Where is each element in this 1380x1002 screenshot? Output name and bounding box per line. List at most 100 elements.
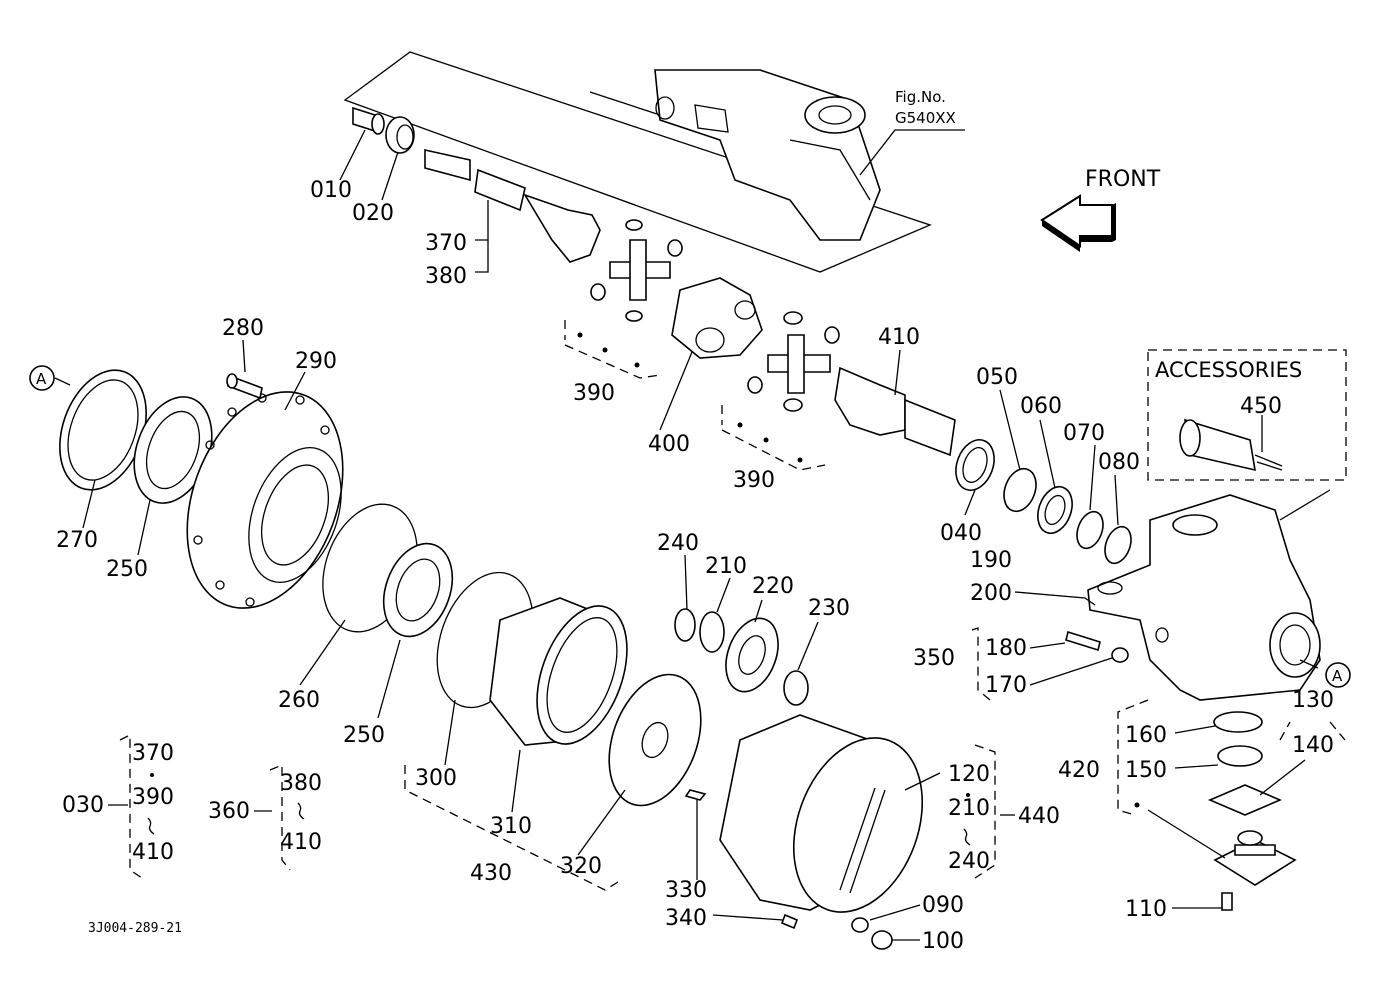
part-450-sensor bbox=[1179, 418, 1283, 472]
part-label: 390 bbox=[733, 468, 775, 493]
universal-joint-cross-2 bbox=[747, 311, 840, 412]
part-060-bearing bbox=[1037, 485, 1073, 535]
group-030-a: 370 bbox=[132, 741, 174, 766]
group-dots bbox=[577, 332, 1140, 808]
part-label: 390 bbox=[573, 381, 615, 406]
ref-marker-a-right-text: A bbox=[1332, 667, 1343, 685]
part-label: 090 bbox=[922, 893, 964, 918]
part-label: 290 bbox=[295, 349, 337, 374]
part-label: 130 bbox=[1292, 688, 1334, 713]
part-label: 080 bbox=[1098, 450, 1140, 475]
part-label: 400 bbox=[648, 432, 690, 457]
part-170-washer bbox=[1111, 647, 1129, 663]
part-label: 110 bbox=[1125, 897, 1167, 922]
part-label: 010 bbox=[310, 178, 352, 203]
part-280-stud-bolt bbox=[226, 373, 263, 400]
part-labels: 010 020 370 380 390 400 390 410 050 060 … bbox=[56, 178, 1334, 954]
part-label: 430 bbox=[470, 861, 512, 886]
axle-housing-reference bbox=[343, 51, 932, 273]
accessories-box bbox=[1147, 349, 1347, 481]
part-410-output-shaft bbox=[834, 366, 956, 457]
part-150-seal bbox=[1217, 745, 1263, 767]
group-360-c: 410 bbox=[280, 830, 322, 855]
group-030-b: 390 bbox=[132, 785, 174, 810]
part-140-shim bbox=[1207, 784, 1283, 816]
group-440-c: 240 bbox=[948, 849, 990, 874]
part-label: 140 bbox=[1292, 733, 1334, 758]
part-label: 280 bbox=[222, 316, 264, 341]
part-400-center-yoke bbox=[671, 277, 763, 359]
part-label: 450 bbox=[1240, 394, 1282, 419]
part-label: 260 bbox=[278, 688, 320, 713]
part-label: 300 bbox=[415, 766, 457, 791]
part-label: 230 bbox=[808, 596, 850, 621]
group-440-code: 440 bbox=[1018, 804, 1060, 829]
part-230-washer bbox=[783, 670, 809, 706]
part-label: 240 bbox=[657, 531, 699, 556]
drawing-code: 3J004-289-21 bbox=[88, 921, 182, 936]
part-label: 060 bbox=[1020, 394, 1062, 419]
group-360-code: 360 bbox=[208, 799, 250, 824]
ref-marker-a-left bbox=[29, 365, 55, 391]
part-label: 200 bbox=[970, 581, 1012, 606]
part-label: 370 bbox=[425, 231, 467, 256]
part-240-snap-ring bbox=[674, 608, 696, 642]
part-050-ring bbox=[1003, 467, 1037, 513]
part-label: 330 bbox=[665, 878, 707, 903]
part-label: 320 bbox=[560, 854, 602, 879]
ref-marker-a-left-text: A bbox=[36, 370, 47, 388]
part-020-bearing bbox=[385, 116, 415, 154]
part-label: 100 bbox=[922, 929, 964, 954]
part-label: 170 bbox=[985, 673, 1027, 698]
part-label: 050 bbox=[976, 365, 1018, 390]
part-090-washer bbox=[851, 917, 869, 933]
part-label: 220 bbox=[752, 574, 794, 599]
part-290-wheel-hub bbox=[186, 391, 344, 609]
front-label: FRONT bbox=[1085, 167, 1161, 192]
leader-lines bbox=[54, 129, 1331, 941]
part-label: 150 bbox=[1125, 758, 1167, 783]
part-210-bearing bbox=[699, 611, 725, 653]
part-320-planet-carrier bbox=[608, 673, 702, 807]
part-label: 020 bbox=[352, 201, 394, 226]
part-label: 180 bbox=[985, 636, 1027, 661]
part-label: 160 bbox=[1125, 723, 1167, 748]
part-180-bolt bbox=[1065, 630, 1101, 652]
accessories-label: ACCESSORIES bbox=[1155, 358, 1302, 382]
part-120-hub-cover bbox=[719, 714, 924, 913]
part-070-ring bbox=[1076, 510, 1104, 550]
part-110-bolt bbox=[1221, 892, 1233, 911]
front-arrow-icon bbox=[1040, 194, 1116, 252]
part-250-bearing-2 bbox=[382, 542, 454, 638]
part-220-planet-gear bbox=[725, 617, 779, 693]
part-080-ring bbox=[1104, 525, 1132, 565]
part-label: 040 bbox=[940, 521, 982, 546]
part-010-bushing bbox=[352, 106, 385, 135]
part-label: 380 bbox=[425, 264, 467, 289]
universal-joint-cross-1 bbox=[590, 219, 683, 322]
axle-shaft bbox=[424, 149, 601, 263]
part-label: 070 bbox=[1063, 421, 1105, 446]
fig-ref-line1: Fig.No. bbox=[895, 88, 946, 106]
part-100-plug bbox=[871, 930, 893, 950]
part-label: 270 bbox=[56, 528, 98, 553]
fig-ref-line2: G540XX bbox=[895, 109, 956, 127]
group-360-a: 380 bbox=[280, 771, 322, 796]
part-160-bearing bbox=[1213, 711, 1263, 733]
part-label: 350 bbox=[913, 646, 955, 671]
part-label: 250 bbox=[106, 557, 148, 582]
part-label: 250 bbox=[343, 723, 385, 748]
group-440-b: 210 bbox=[948, 796, 990, 821]
part-label: 420 bbox=[1058, 758, 1100, 783]
part-190-steering-knuckle bbox=[1087, 494, 1321, 701]
part-110-kingpin-cap bbox=[1213, 830, 1297, 886]
part-310-internal-gear bbox=[489, 597, 628, 746]
part-340-bolt bbox=[780, 913, 799, 930]
ref-marker-a-right bbox=[1325, 662, 1351, 688]
group-030-c: 410 bbox=[132, 840, 174, 865]
part-label: 210 bbox=[705, 554, 747, 579]
part-330-bolt bbox=[684, 789, 707, 801]
part-label: 190 bbox=[970, 548, 1012, 573]
part-label: 310 bbox=[490, 814, 532, 839]
